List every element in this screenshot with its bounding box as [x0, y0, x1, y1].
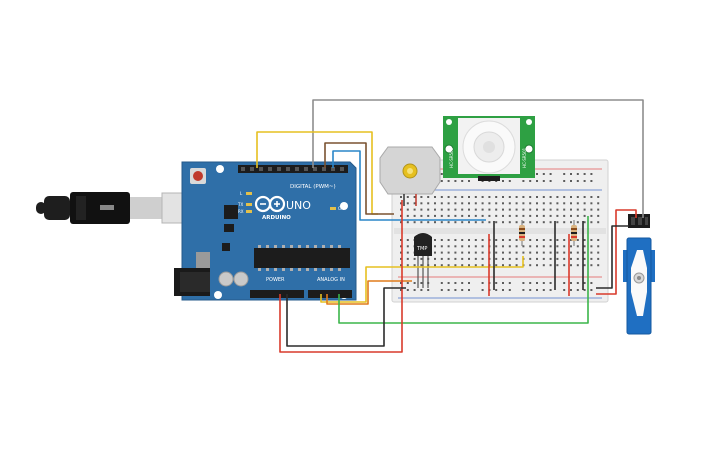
analog-header-label: ANALOG IN: [317, 277, 345, 283]
wire-orange: [326, 280, 412, 305]
wire-brown: [324, 142, 394, 215]
microcontroller-chip: [254, 248, 350, 268]
temp-sensor-label: TMP: [416, 246, 427, 252]
led-l-label: L: [240, 191, 243, 196]
pir-motion-sensor: HC-SR501 HC-SR501: [443, 116, 535, 181]
led-tx-label: TX: [237, 202, 243, 207]
wires: [256, 99, 644, 353]
board-brand: ARDUINO: [262, 215, 291, 221]
arduino-logo-icon: [254, 195, 286, 213]
resistor-2: [571, 220, 577, 246]
dc-motor-icon: [379, 146, 441, 206]
wire-gray: [312, 99, 644, 218]
pir-label-left: HC-SR501: [449, 147, 454, 168]
resistor-1: [519, 220, 525, 246]
led-on-label: ON: [338, 206, 344, 211]
arduino-board: DIGITAL (PWM~) UNO ARDUINO L TX RX ON: [174, 161, 357, 301]
wire-black-main: [286, 287, 406, 347]
digital-header-label: DIGITAL (PWM~): [290, 184, 336, 190]
board-model: UNO: [286, 199, 311, 212]
servo-icon: [623, 214, 655, 335]
pir-label-right: HC-SR501: [522, 147, 527, 168]
power-header-label: POWER: [266, 277, 285, 283]
temperature-sensor: TMP: [414, 233, 432, 288]
wire-red-main: [279, 200, 403, 353]
led-rx-label: RX: [238, 209, 244, 214]
wire-yellow-bottom: [320, 256, 524, 303]
wire-red-servo: [596, 209, 637, 295]
wire-green: [338, 216, 589, 324]
wire-black-servo: [596, 225, 629, 289]
